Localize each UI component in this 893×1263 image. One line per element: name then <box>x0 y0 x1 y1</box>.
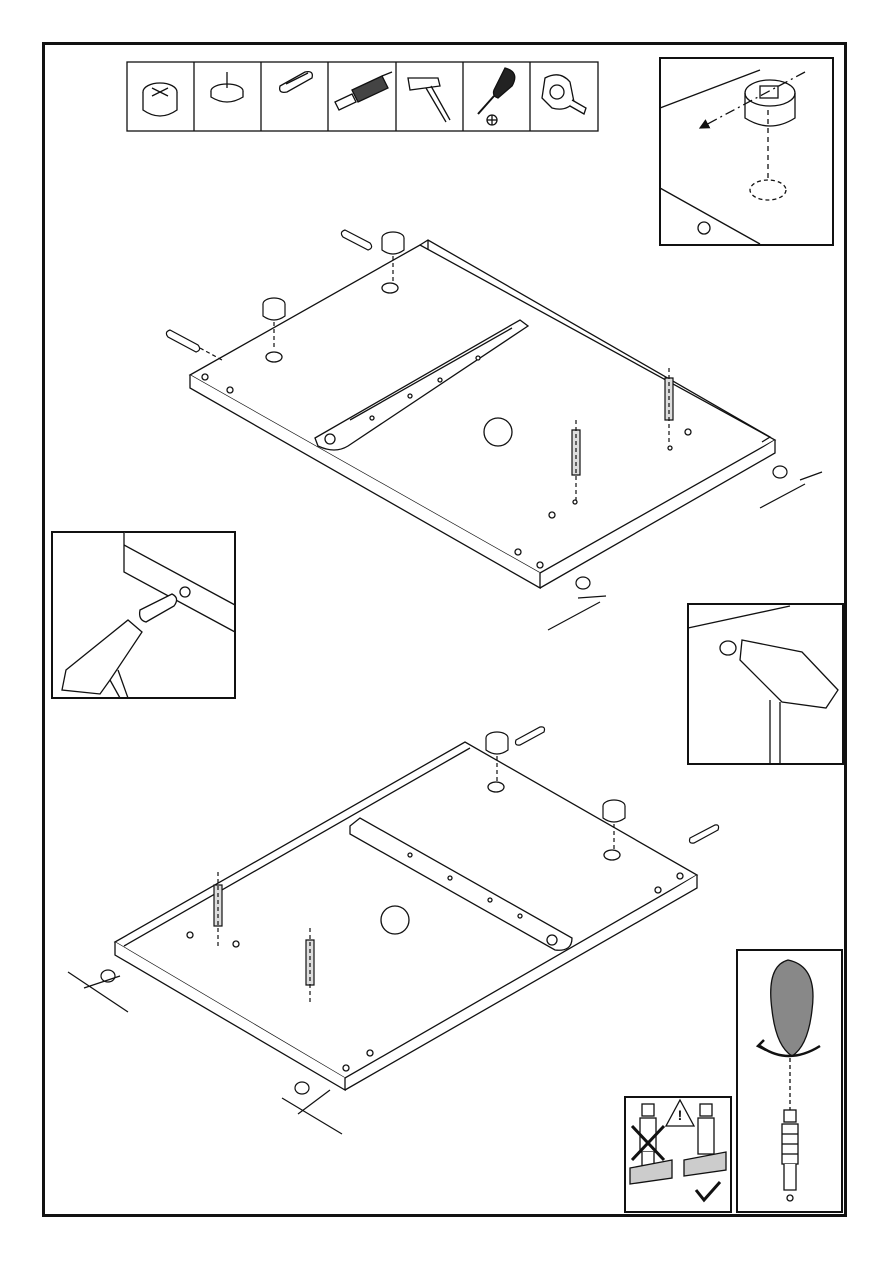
warning-symbol: ! <box>665 1104 695 1126</box>
detail-cam-insert <box>660 58 833 245</box>
panel-a <box>190 240 775 588</box>
detail-dowel-hammer <box>52 532 235 698</box>
detail-nail-hammer <box>688 604 843 764</box>
panel-b <box>115 742 697 1090</box>
cam-lock-icon <box>143 83 177 116</box>
detail-screwdriver <box>737 950 842 1212</box>
